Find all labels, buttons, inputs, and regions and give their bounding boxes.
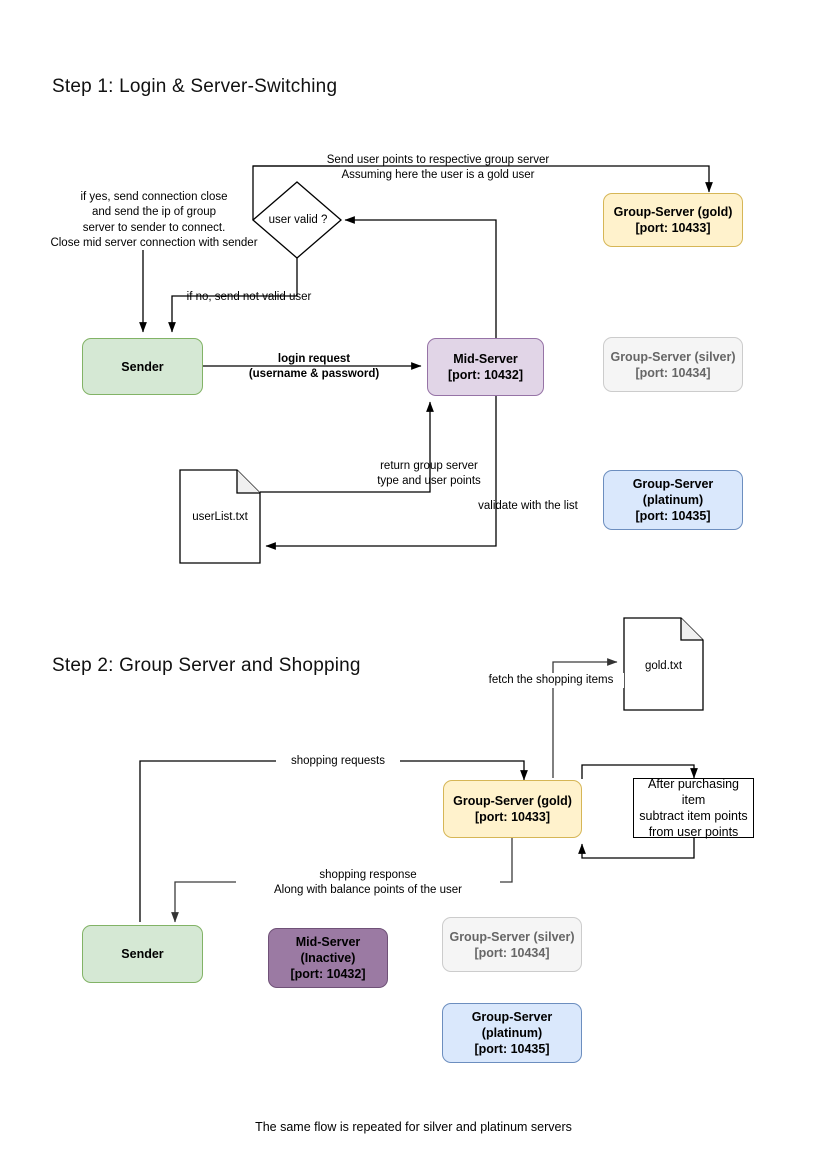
node-mid-server-inactive[interactable]: Mid-Server (Inactive) [port: 10432] (268, 928, 388, 988)
node-group-gold-step2-line1: Group-Server (gold) (453, 794, 572, 808)
node-mid-server[interactable]: Mid-Server [port: 10432] (427, 338, 544, 396)
node-mid-server-line1: Mid-Server (453, 352, 518, 366)
node-purchase-note: After purchasing item subtract item poin… (633, 777, 754, 839)
node-group-platinum-step1-line1: Group-Server (632, 477, 714, 491)
node-sender-step2-label: Sender (121, 947, 164, 961)
node-group-silver-step1-line2: [port: 10434] (635, 365, 711, 380)
node-group-server-silver-step1[interactable]: Group-Server (silver) [port: 10434] (603, 337, 743, 392)
label-fetch-shopping-items: fetch the shopping items (478, 673, 624, 689)
node-purchase-note-line2: subtract item points (639, 809, 748, 823)
edge-mid-server-to-decision (344, 216, 497, 338)
label-send-user-points: Send user points to respective group ser… (326, 154, 550, 182)
node-group-silver-step1-line1: Group-Server (silver) (610, 349, 736, 364)
node-group-gold-step1-line2: [port: 10433] (635, 221, 711, 235)
footer-note: The same flow is repeated for silver and… (255, 1120, 572, 1134)
label-if-no: if no, send not valid user (186, 291, 312, 303)
gold-file-label: gold.txt (644, 660, 683, 672)
node-group-platinum-step2-line2: (platinum) (481, 1026, 543, 1040)
user-list-file-label: userList.txt (192, 511, 248, 523)
label-if-yes: if yes, send connection close and send t… (50, 191, 258, 249)
node-group-platinum-step2-line3: [port: 10435] (474, 1042, 550, 1056)
node-mid-inactive-line1: Mid-Server (295, 935, 361, 949)
label-return-group-server: return group server type and user points (377, 460, 481, 488)
label-shopping-requests: shopping requests (276, 754, 400, 770)
node-mid-inactive-line2: (Inactive) (300, 951, 356, 965)
label-shopping-response: shopping response Along with balance poi… (236, 868, 500, 899)
label-validate-with-list: validate with the list (478, 500, 578, 512)
step-1-title: Step 1: Login & Server-Switching (52, 76, 338, 97)
node-group-server-platinum-step2[interactable]: Group-Server (platinum) [port: 10435] (442, 1003, 582, 1063)
decision-label: user valid ? (268, 214, 328, 226)
user-list-file-fold (236, 470, 260, 494)
node-group-server-gold-step2[interactable]: Group-Server (gold) [port: 10433] (443, 780, 582, 838)
node-group-platinum-step1-line3: [port: 10435] (635, 509, 711, 523)
node-group-silver-step2-line1: Group-Server (silver) (449, 929, 575, 944)
node-group-server-platinum-step1[interactable]: Group-Server (platinum) [port: 10435] (603, 470, 743, 530)
gold-file-fold (680, 618, 703, 641)
node-mid-server-line2: [port: 10432] (447, 368, 524, 382)
node-sender-step2[interactable]: Sender (82, 925, 203, 983)
node-sender-step1-label: Sender (121, 359, 164, 374)
step-2-title: Step 2: Group Server and Shopping (52, 655, 361, 676)
label-login-request: login request (username & password) (248, 353, 380, 381)
node-group-server-silver-step2[interactable]: Group-Server (silver) [port: 10434] (442, 917, 582, 972)
node-mid-inactive-line3: [port: 10432] (290, 967, 366, 981)
node-purchase-note-line1: After purchasing item (647, 777, 740, 807)
edge-purchase-note-to-gold (578, 838, 695, 859)
node-group-gold-step2-line2: [port: 10433] (474, 810, 550, 824)
node-group-platinum-step2-line1: Group-Server (471, 1010, 553, 1024)
node-purchase-note-line3: from user points (648, 825, 739, 839)
node-group-silver-step2-line2: [port: 10434] (474, 945, 550, 960)
node-group-platinum-step1-line2: (platinum) (642, 493, 704, 507)
node-group-gold-step1-line1: Group-Server (gold) (613, 205, 733, 219)
node-group-server-gold-step1[interactable]: Group-Server (gold) [port: 10433] (603, 193, 743, 247)
node-sender-step1[interactable]: Sender (82, 338, 203, 395)
